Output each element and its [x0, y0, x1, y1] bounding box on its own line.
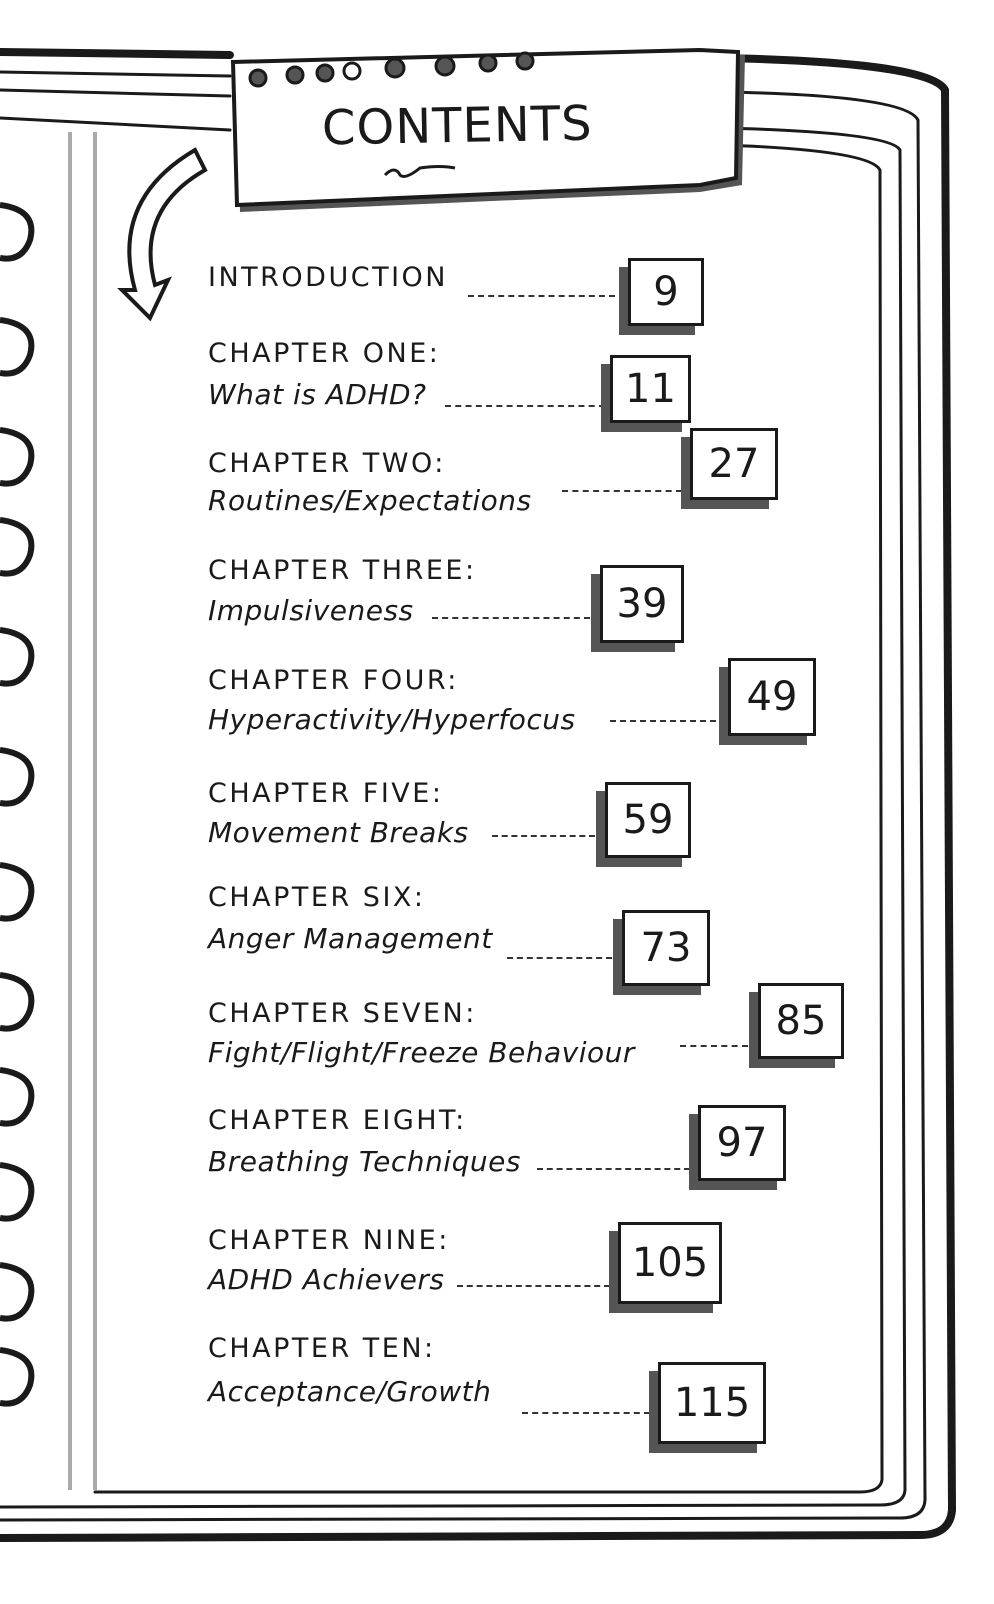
page-number[interactable]: 39: [600, 565, 684, 643]
leader-dots: [492, 835, 595, 837]
entry-subtitle[interactable]: Movement Breaks: [208, 816, 469, 849]
page-number[interactable]: 9: [628, 258, 704, 326]
page-number[interactable]: 105: [618, 1222, 722, 1304]
entry-heading[interactable]: CHAPTER ONE:: [208, 338, 441, 369]
leader-dots: [562, 490, 682, 492]
entry-subtitle[interactable]: Hyperactivity/Hyperfocus: [208, 703, 576, 736]
entry-heading[interactable]: CHAPTER NINE:: [208, 1225, 450, 1256]
entry-heading[interactable]: CHAPTER SIX:: [208, 882, 426, 913]
entry-subtitle[interactable]: Routines/Expectations: [208, 484, 532, 517]
leader-dots: [610, 720, 716, 722]
entry-heading[interactable]: CHAPTER TEN:: [208, 1333, 436, 1364]
leader-dots: [507, 957, 612, 959]
entry-heading[interactable]: CHAPTER SEVEN:: [208, 998, 477, 1029]
entry-subtitle[interactable]: What is ADHD?: [208, 378, 427, 411]
entry-subtitle[interactable]: Acceptance/Growth: [208, 1375, 492, 1408]
arrow-icon: [117, 147, 208, 322]
entry-heading[interactable]: CHAPTER FOUR:: [208, 665, 459, 696]
leader-dots: [537, 1168, 690, 1170]
entry-subtitle[interactable]: Impulsiveness: [208, 594, 414, 627]
entry-heading[interactable]: CHAPTER THREE:: [208, 555, 477, 586]
leader-dots: [680, 1045, 748, 1047]
entry-subtitle[interactable]: Breathing Techniques: [208, 1145, 521, 1178]
page-number[interactable]: 97: [698, 1105, 786, 1181]
leader-dots: [432, 617, 590, 619]
page-title: CONTENTS: [321, 95, 594, 157]
page-number[interactable]: 59: [605, 782, 691, 858]
page-number[interactable]: 115: [658, 1362, 766, 1444]
entry-subtitle[interactable]: Fight/Flight/Freeze Behaviour: [208, 1036, 635, 1069]
leader-dots: [522, 1412, 650, 1414]
leader-dots: [468, 295, 615, 297]
entry-subtitle[interactable]: Anger Management: [208, 922, 493, 955]
spiral-rings: [0, 202, 35, 1407]
page-number[interactable]: 73: [622, 910, 710, 986]
entry-heading[interactable]: CHAPTER EIGHT:: [208, 1105, 467, 1136]
entry-heading[interactable]: INTRODUCTION: [208, 262, 448, 293]
page-number[interactable]: 27: [690, 428, 778, 500]
leader-dots: [445, 405, 605, 407]
page-number[interactable]: 85: [758, 983, 844, 1059]
page-number[interactable]: 49: [728, 658, 816, 736]
leader-dots: [457, 1285, 610, 1287]
entry-subtitle[interactable]: ADHD Achievers: [208, 1263, 445, 1296]
entry-heading[interactable]: CHAPTER TWO:: [208, 448, 446, 479]
entry-heading[interactable]: CHAPTER FIVE:: [208, 778, 444, 809]
page-number[interactable]: 11: [610, 355, 691, 423]
